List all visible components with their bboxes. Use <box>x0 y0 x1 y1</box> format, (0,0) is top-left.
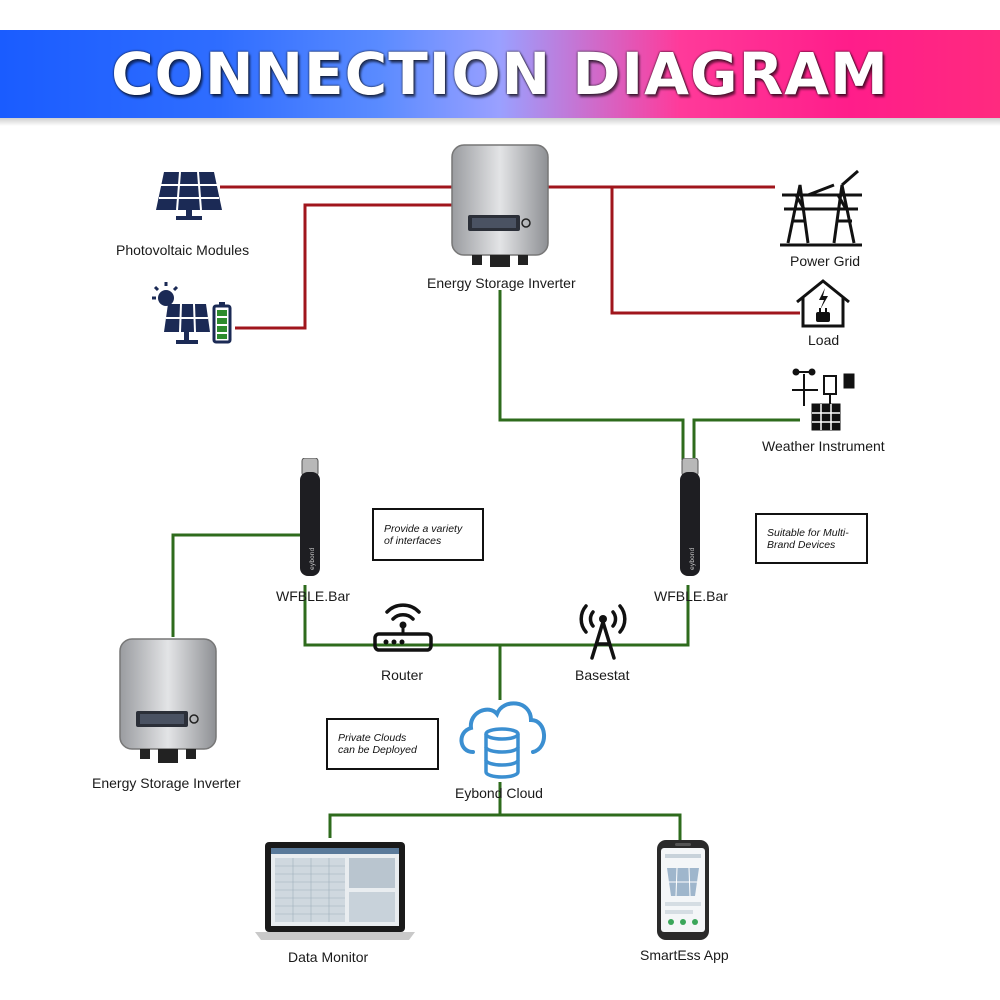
data-monitor-label: Data Monitor <box>288 949 369 965</box>
load-label: Load <box>808 332 840 348</box>
solar-panel-icon <box>156 171 222 220</box>
comm-line-inverter-wfble <box>498 290 685 460</box>
power-tower-icon <box>780 169 862 247</box>
weather-label: Weather Instrument <box>762 438 885 454</box>
page-title: CONNECTION DIAGRAM <box>111 40 889 108</box>
smartphone-icon <box>657 840 709 940</box>
app-label: SmartEss App <box>640 947 729 963</box>
note-line: Provide a variety <box>384 522 463 535</box>
note-line: Brand Devices <box>767 538 836 551</box>
note-line: Suitable for Multi- <box>767 526 849 539</box>
power-grid-label: Power Grid <box>790 253 861 269</box>
comm-line-clients <box>328 782 682 840</box>
note-line: of interfaces <box>384 534 442 547</box>
svg-text:eybond: eybond <box>309 547 316 570</box>
inverter-second-icon <box>119 638 217 763</box>
note-line: can be Deployed <box>338 744 417 756</box>
svg-text:eybond: eybond <box>689 547 696 570</box>
comm-line-weather <box>692 418 800 460</box>
note-private-cloud: Private Clouds can be Deployed <box>326 718 439 770</box>
house-load-icon <box>796 279 850 328</box>
wfble-stick-icon: eybond <box>680 458 700 576</box>
router-label: Router <box>381 667 424 683</box>
wfble-left-label: WFBLE.Bar <box>276 588 350 604</box>
wfble-right-label: WFBLE.Bar <box>654 588 728 604</box>
laptop-icon <box>255 842 415 940</box>
antenna-tower-icon <box>579 604 627 660</box>
basestat-label: Basestat <box>575 667 630 683</box>
note-interfaces: Provide a variety of interfaces <box>372 508 484 561</box>
cloud-label: Eybond Cloud <box>455 785 543 801</box>
wfble-stick-icon: eybond <box>300 458 320 576</box>
comm-line-left-wfble <box>303 585 690 647</box>
note-multibrand: Suitable for Multi- Brand Devices <box>755 513 868 564</box>
inverter-second-label: Energy Storage Inverter <box>92 775 241 791</box>
router-icon <box>373 603 433 652</box>
inverter-main-label: Energy Storage Inverter <box>427 275 576 291</box>
banner-shadow <box>0 118 1000 126</box>
cloud-database-icon <box>459 701 546 779</box>
pv-modules-label: Photovoltaic Modules <box>116 242 250 258</box>
title-banner <box>0 30 1000 118</box>
weather-station-icon <box>792 368 855 431</box>
solar-battery-icon <box>152 282 232 344</box>
power-line-battery-pv <box>235 203 452 330</box>
comm-line-second-inverter <box>171 533 300 637</box>
note-line: Private Clouds <box>338 732 407 744</box>
power-line-load <box>610 187 800 315</box>
inverter-main-icon <box>451 144 549 267</box>
